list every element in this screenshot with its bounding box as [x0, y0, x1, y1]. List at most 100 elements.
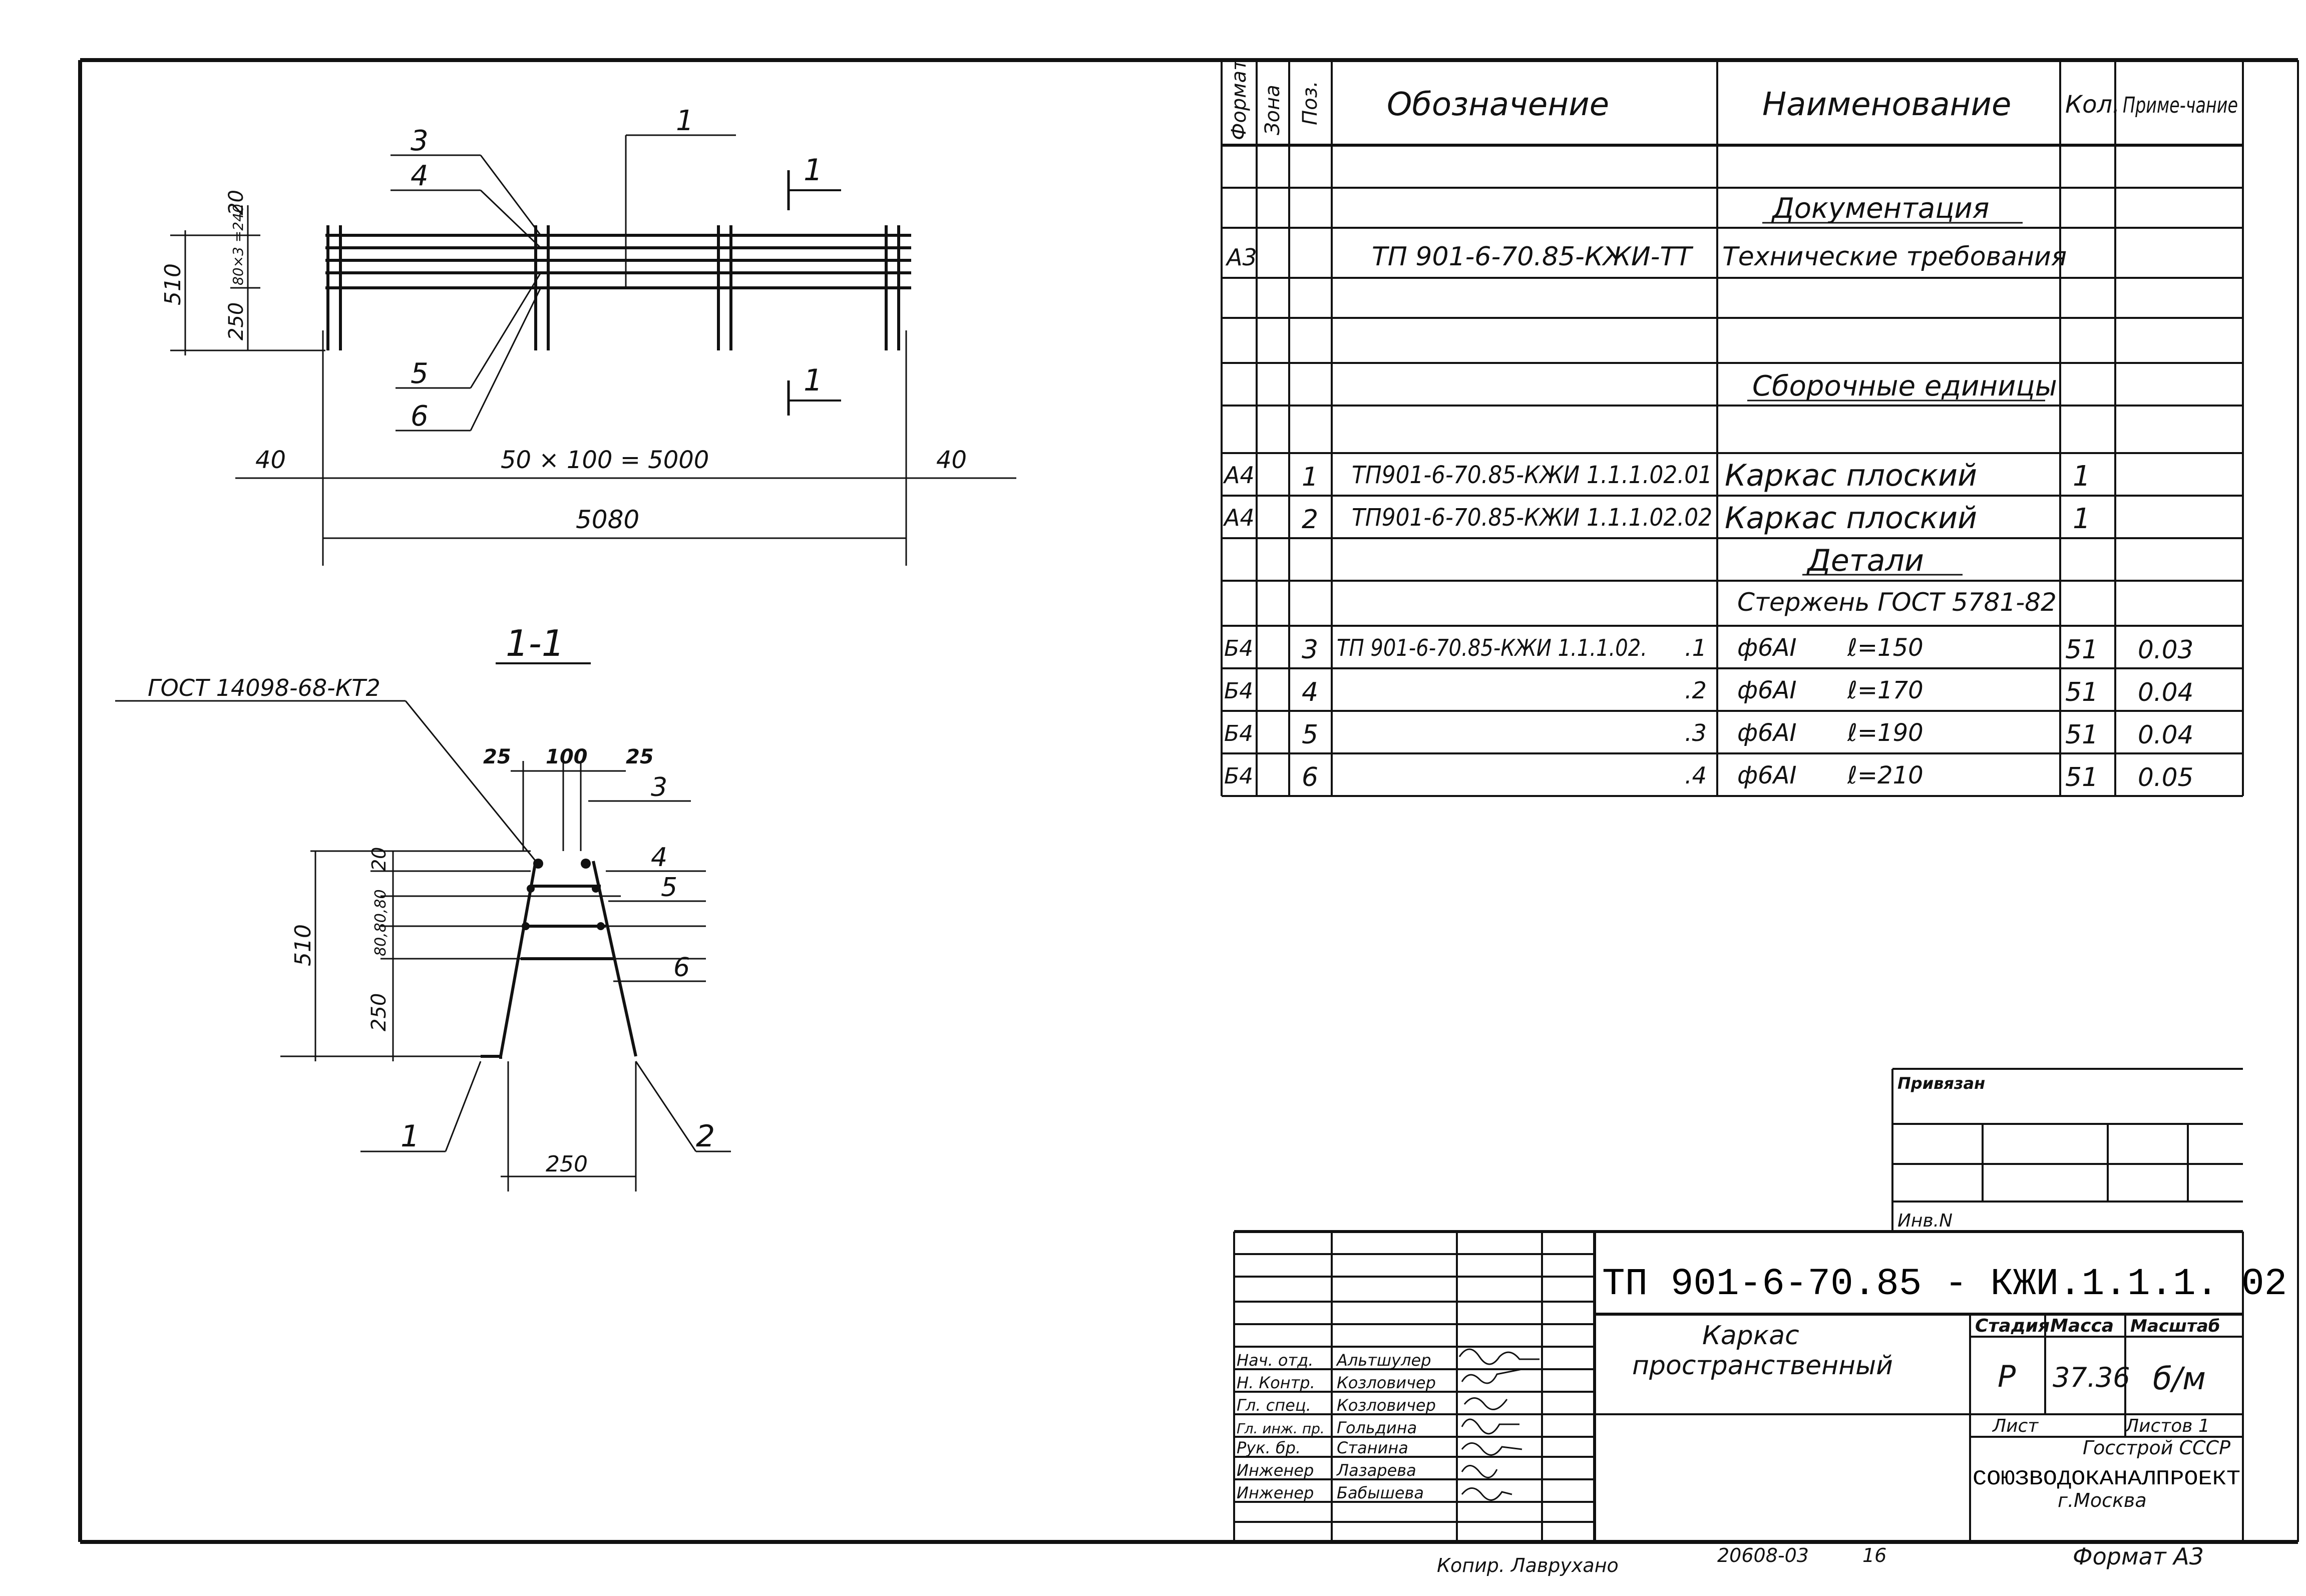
svg-text:А3: А3 [1225, 244, 1257, 271]
dim-h-total: 510 [290, 924, 316, 966]
pos-label: 6 [673, 953, 690, 983]
title-name-1: Каркас [1702, 1321, 1799, 1351]
svg-text:ℓ=190: ℓ=190 [1847, 719, 1924, 747]
plan-view-labels: 1 3 4 5 6 1 1 510 20 80×3 =240 250 40 50… [160, 105, 967, 534]
page-number: 16 [1862, 1544, 1886, 1566]
svg-text:А4: А4 [1223, 504, 1255, 531]
spec-table-sections: Документация Сборочные единицы Детали Ст… [1737, 192, 2057, 617]
dim-h-bottom: 250 [225, 302, 248, 340]
dim-top-right: 25 [626, 745, 654, 768]
signature-rows: Нач. отд. Альтшулер Н. Контр. Козловичер… [1237, 1348, 1540, 1502]
svg-text:ТП901-6-70.85-КЖИ 1.1.1.02.02: ТП901-6-70.85-КЖИ 1.1.1.02.02 [1352, 504, 1712, 532]
svg-text:ТП 901-6-70.85-КЖИ 1.1.1.02.: ТП 901-6-70.85-КЖИ 1.1.1.02. [1337, 634, 1647, 661]
table-row: Б4 6 .4 ф6АI ℓ=210 51 0.05 [1224, 761, 2193, 792]
signature-name: Козловичер [1337, 1373, 1436, 1392]
section-mark-top: 1 [804, 153, 823, 188]
pos-label: 3 [651, 772, 667, 803]
header-pos: Поз. [1299, 81, 1322, 125]
svg-text:51: 51 [2065, 762, 2098, 792]
signature-role: Инженер [1237, 1461, 1314, 1480]
dim-base: 250 [546, 1151, 588, 1177]
stage-value: Р [1998, 1359, 2016, 1394]
svg-text:1: 1 [2073, 503, 2091, 535]
org-ministry: Госстрой СССР [2083, 1437, 2230, 1459]
header-designation: Обозначение [1387, 86, 1609, 123]
sheets-label: Листов 1 [2124, 1416, 2210, 1436]
svg-text:Технические требования: Технические требования [1722, 242, 2067, 272]
signature-role: Н. Контр. [1237, 1373, 1315, 1392]
dim-top-left: 25 [483, 745, 511, 768]
svg-text:.1: .1 [1685, 634, 1707, 661]
svg-text:1: 1 [1302, 462, 1318, 492]
spec-table-grid [1221, 60, 2244, 797]
svg-text:ℓ=150: ℓ=150 [1847, 634, 1924, 662]
table-row: А4 2 ТП901-6-70.85-КЖИ 1.1.1.02.02 Карка… [1223, 501, 2091, 536]
pos-label: 5 [661, 873, 677, 903]
archive-number: 20608-03 [1717, 1544, 1809, 1566]
dim-h-mid: 80×3 =240 [230, 204, 246, 285]
svg-text:ф6АI: ф6АI [1737, 761, 1797, 789]
svg-text:ТП901-6-70.85-КЖИ 1.1.1.02.01: ТП901-6-70.85-КЖИ 1.1.1.02.01 [1352, 461, 1712, 489]
pos-label: 1 [401, 1119, 420, 1154]
title-block-grid [1233, 1230, 2244, 1542]
svg-text:1: 1 [2073, 460, 2091, 493]
dim-h-bottom: 250 [367, 993, 391, 1031]
signature-name: Альтшулер [1336, 1351, 1431, 1370]
signature-scribbles [1458, 1348, 1540, 1501]
signature-name: Козловичер [1337, 1396, 1436, 1415]
pos-label: 3 [411, 125, 429, 157]
section-view-dimensions [115, 662, 731, 1191]
header-note: Приме-чание [2123, 93, 2238, 118]
section-view-labels: 1-1 ГОСТ 14098-68-КТ2 25 100 25 20 80,80… [148, 622, 715, 1177]
svg-text:А4: А4 [1223, 462, 1255, 489]
document-code: ТП 901-6-70.85 - КЖИ.1.1.1. 02 [1602, 1263, 2287, 1306]
svg-text:ф6АI: ф6АI [1737, 634, 1797, 662]
dim-h-mid: 80,80,80 [372, 889, 390, 956]
signature-name: Станина [1337, 1438, 1408, 1457]
table-row: Б4 4 .2 ф6АI ℓ=170 51 0.04 [1224, 676, 2193, 707]
svg-text:51: 51 [2065, 720, 2098, 750]
dim-h-top: 20 [368, 847, 390, 871]
org-city: г.Москва [2058, 1489, 2147, 1511]
tie-label: Привязан [1897, 1074, 1985, 1093]
signature-name: Гольдина [1337, 1418, 1417, 1437]
spec-table-headers: Формат Зона Поз. Обозначение Наименовани… [1228, 58, 2238, 140]
title-block: ТП 901-6-70.85 - КЖИ.1.1.1. 02 Каркас пр… [1602, 1263, 2287, 1511]
svg-text:Б4: Б4 [1224, 763, 1253, 789]
svg-text:ф6АI: ф6АI [1737, 719, 1797, 747]
signature-role: Гл. инж. пр. [1237, 1420, 1325, 1437]
svg-text:5: 5 [1302, 720, 1318, 750]
signature-role: Нач. отд. [1237, 1351, 1313, 1370]
pos-label: 1 [676, 105, 694, 137]
dim-right: 40 [936, 446, 967, 474]
svg-text:0.04: 0.04 [2138, 720, 2193, 749]
svg-text:0.05: 0.05 [2138, 763, 2193, 792]
signature-name: Лазарева [1336, 1461, 1416, 1480]
pos-label: 4 [411, 160, 429, 192]
scale-value: б/м [2153, 1360, 2206, 1397]
details-subheader: Стержень ГОСТ 5781-82 [1737, 588, 2057, 617]
pos-label: 6 [411, 400, 429, 433]
svg-text:Б4: Б4 [1224, 721, 1253, 746]
pos-label: 4 [651, 843, 667, 873]
pos-label: 5 [411, 357, 429, 390]
signature-role: Гл. спец. [1237, 1396, 1311, 1415]
table-row: А4 1 ТП901-6-70.85-КЖИ 1.1.1.02.01 Карка… [1223, 458, 2091, 493]
section-documentation: Документация [1771, 192, 1989, 225]
table-row: А3 ТП 901-6-70.85-КЖИ-ТТ Технические тре… [1225, 242, 2067, 272]
plan-view-dimensions [170, 134, 1016, 566]
signature-name: Бабышева [1337, 1483, 1424, 1502]
paper-format: Формат А3 [2073, 1543, 2204, 1570]
svg-text:ТП 901-6-70.85-КЖИ-ТТ: ТП 901-6-70.85-КЖИ-ТТ [1372, 242, 1694, 272]
gost-label: ГОСТ 14098-68-КТ2 [148, 674, 380, 701]
table-row: Б4 3 ТП 901-6-70.85-КЖИ 1.1.1.02. .1 ф6А… [1224, 634, 2193, 665]
mass-value: 37.36 [2053, 1362, 2130, 1393]
sheet-label: Лист [1992, 1416, 2039, 1436]
dim-h-top: 20 [225, 190, 248, 215]
weld-points [522, 859, 605, 930]
footer: Копир. Лаврухано 20608-03 16 Формат А3 [1437, 1543, 2204, 1576]
svg-text:4: 4 [1302, 677, 1318, 707]
section-title: 1-1 [506, 622, 565, 664]
svg-text:.2: .2 [1685, 677, 1707, 704]
dim-h-total: 510 [160, 263, 186, 305]
